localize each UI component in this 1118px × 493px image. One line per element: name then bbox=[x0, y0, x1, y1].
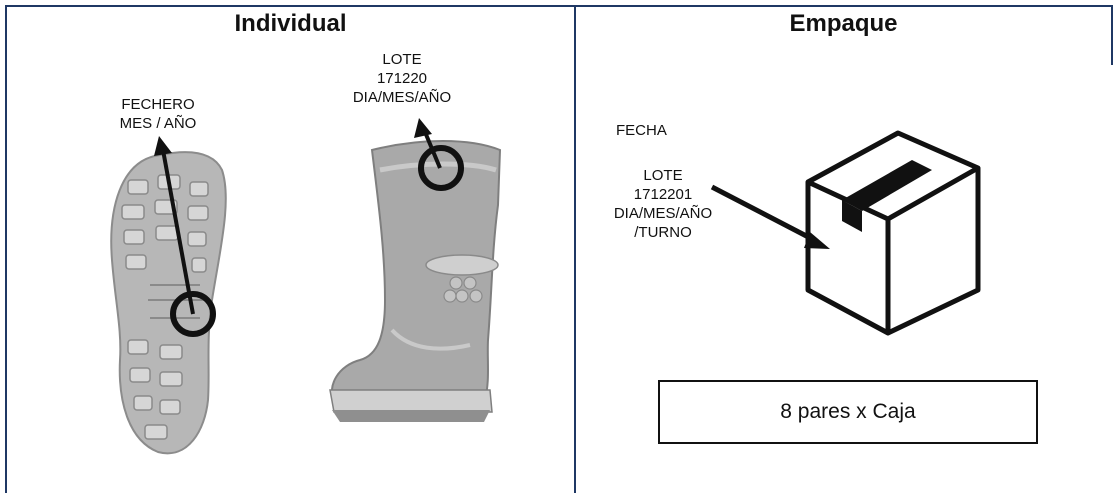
boot-label-line: 171220 bbox=[376, 70, 428, 87]
box-icon bbox=[805, 130, 981, 336]
box-fecha-label: FECHA bbox=[616, 122, 667, 139]
empaque-heading: Empaque bbox=[789, 10, 898, 37]
boot-pointer-arrow bbox=[414, 118, 464, 191]
box-lot-line: LOTE bbox=[643, 167, 683, 184]
sole-pointer-arrow bbox=[154, 136, 216, 337]
individual-heading: Individual bbox=[234, 10, 347, 37]
box-lot-line: DIA/MES/AÑO bbox=[613, 205, 713, 222]
panel-divider bbox=[574, 5, 576, 493]
box-pointer-arrow bbox=[710, 184, 830, 249]
pairs-per-box-text: 8 pares x Caja bbox=[780, 400, 916, 423]
rain-boot-illustration bbox=[329, 140, 502, 422]
pairs-per-box-label: 8 pares x Caja bbox=[658, 380, 1038, 444]
frame-border-right bbox=[1111, 5, 1113, 65]
boot-label-line: DIA/MES/AÑO bbox=[352, 89, 452, 106]
boot-label-line: LOTE bbox=[382, 51, 422, 68]
sole-label-line: FECHERO bbox=[121, 96, 195, 113]
sole-date-label: FECHERO MES / AÑO bbox=[98, 95, 218, 133]
frame-border-top bbox=[5, 5, 1113, 7]
box-lot-line: 1712201 bbox=[633, 186, 693, 203]
box-lot-label: LOTE 1712201 DIA/MES/AÑO /TURNO bbox=[598, 166, 728, 242]
frame-border-left bbox=[5, 5, 7, 493]
sole-label-line: MES / AÑO bbox=[119, 115, 197, 132]
box-lot-line: /TURNO bbox=[634, 224, 692, 241]
boot-lot-label: LOTE 171220 DIA/MES/AÑO bbox=[332, 50, 472, 107]
